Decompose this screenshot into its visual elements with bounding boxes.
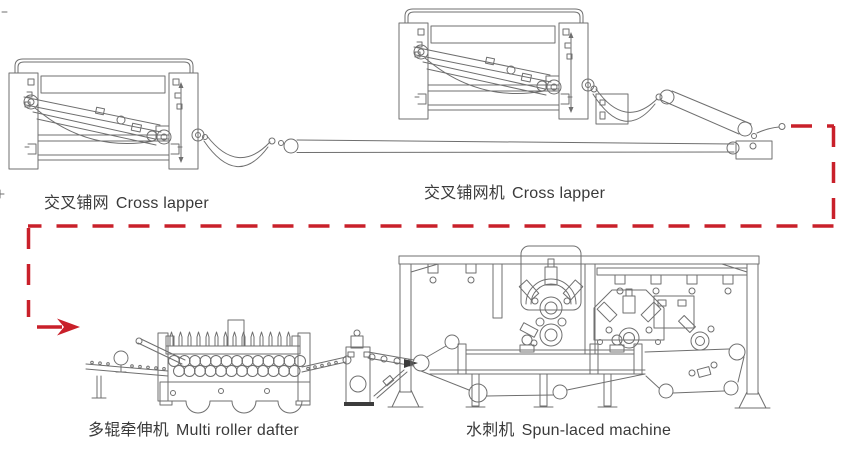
cross-lapper-1-drawing (8, 58, 205, 170)
label-multi-roller-drafter-en: Multi roller dafter (176, 422, 299, 439)
label-cross-lapper-2-zh: 交叉铺网机 (424, 185, 506, 202)
transfer-unit-drawing (344, 329, 418, 406)
cross-lapper-2-bracket (595, 93, 629, 125)
multi-roller-drafter-drawing (85, 319, 352, 414)
label-spun-laced-machine: 水刺机 Spun-laced machine (466, 422, 671, 440)
edge-marks (0, 11, 8, 199)
label-cross-lapper-2: 交叉铺网机 Cross lapper (424, 185, 605, 203)
label-multi-roller-drafter-zh: 多辊牵伸机 (88, 422, 170, 439)
label-cross-lapper-1-zh: 交叉铺网 (44, 195, 109, 212)
label-spun-laced-machine-zh: 水刺机 (466, 422, 515, 439)
machinery (0, 8, 786, 414)
flow-arrow-icon (37, 318, 80, 336)
spun-laced-machine-drawing (387, 245, 771, 409)
label-cross-lapper-1-en: Cross lapper (115, 195, 209, 212)
incline-conveyor (659, 89, 786, 139)
label-multi-roller-drafter: 多辊牵伸机 Multi roller dafter (88, 422, 299, 440)
web-sag-belt-1 (202, 134, 276, 167)
flow-path (26, 124, 836, 336)
cross-lapper-2-drawing (398, 8, 595, 120)
web-sag-belt-2 (590, 85, 663, 122)
label-cross-lapper-2-en: Cross lapper (512, 185, 606, 202)
label-spun-laced-machine-en: Spun-laced machine (521, 422, 672, 439)
long-conveyor (278, 138, 773, 160)
label-cross-lapper-1: 交叉铺网 Cross lapper (44, 195, 209, 213)
